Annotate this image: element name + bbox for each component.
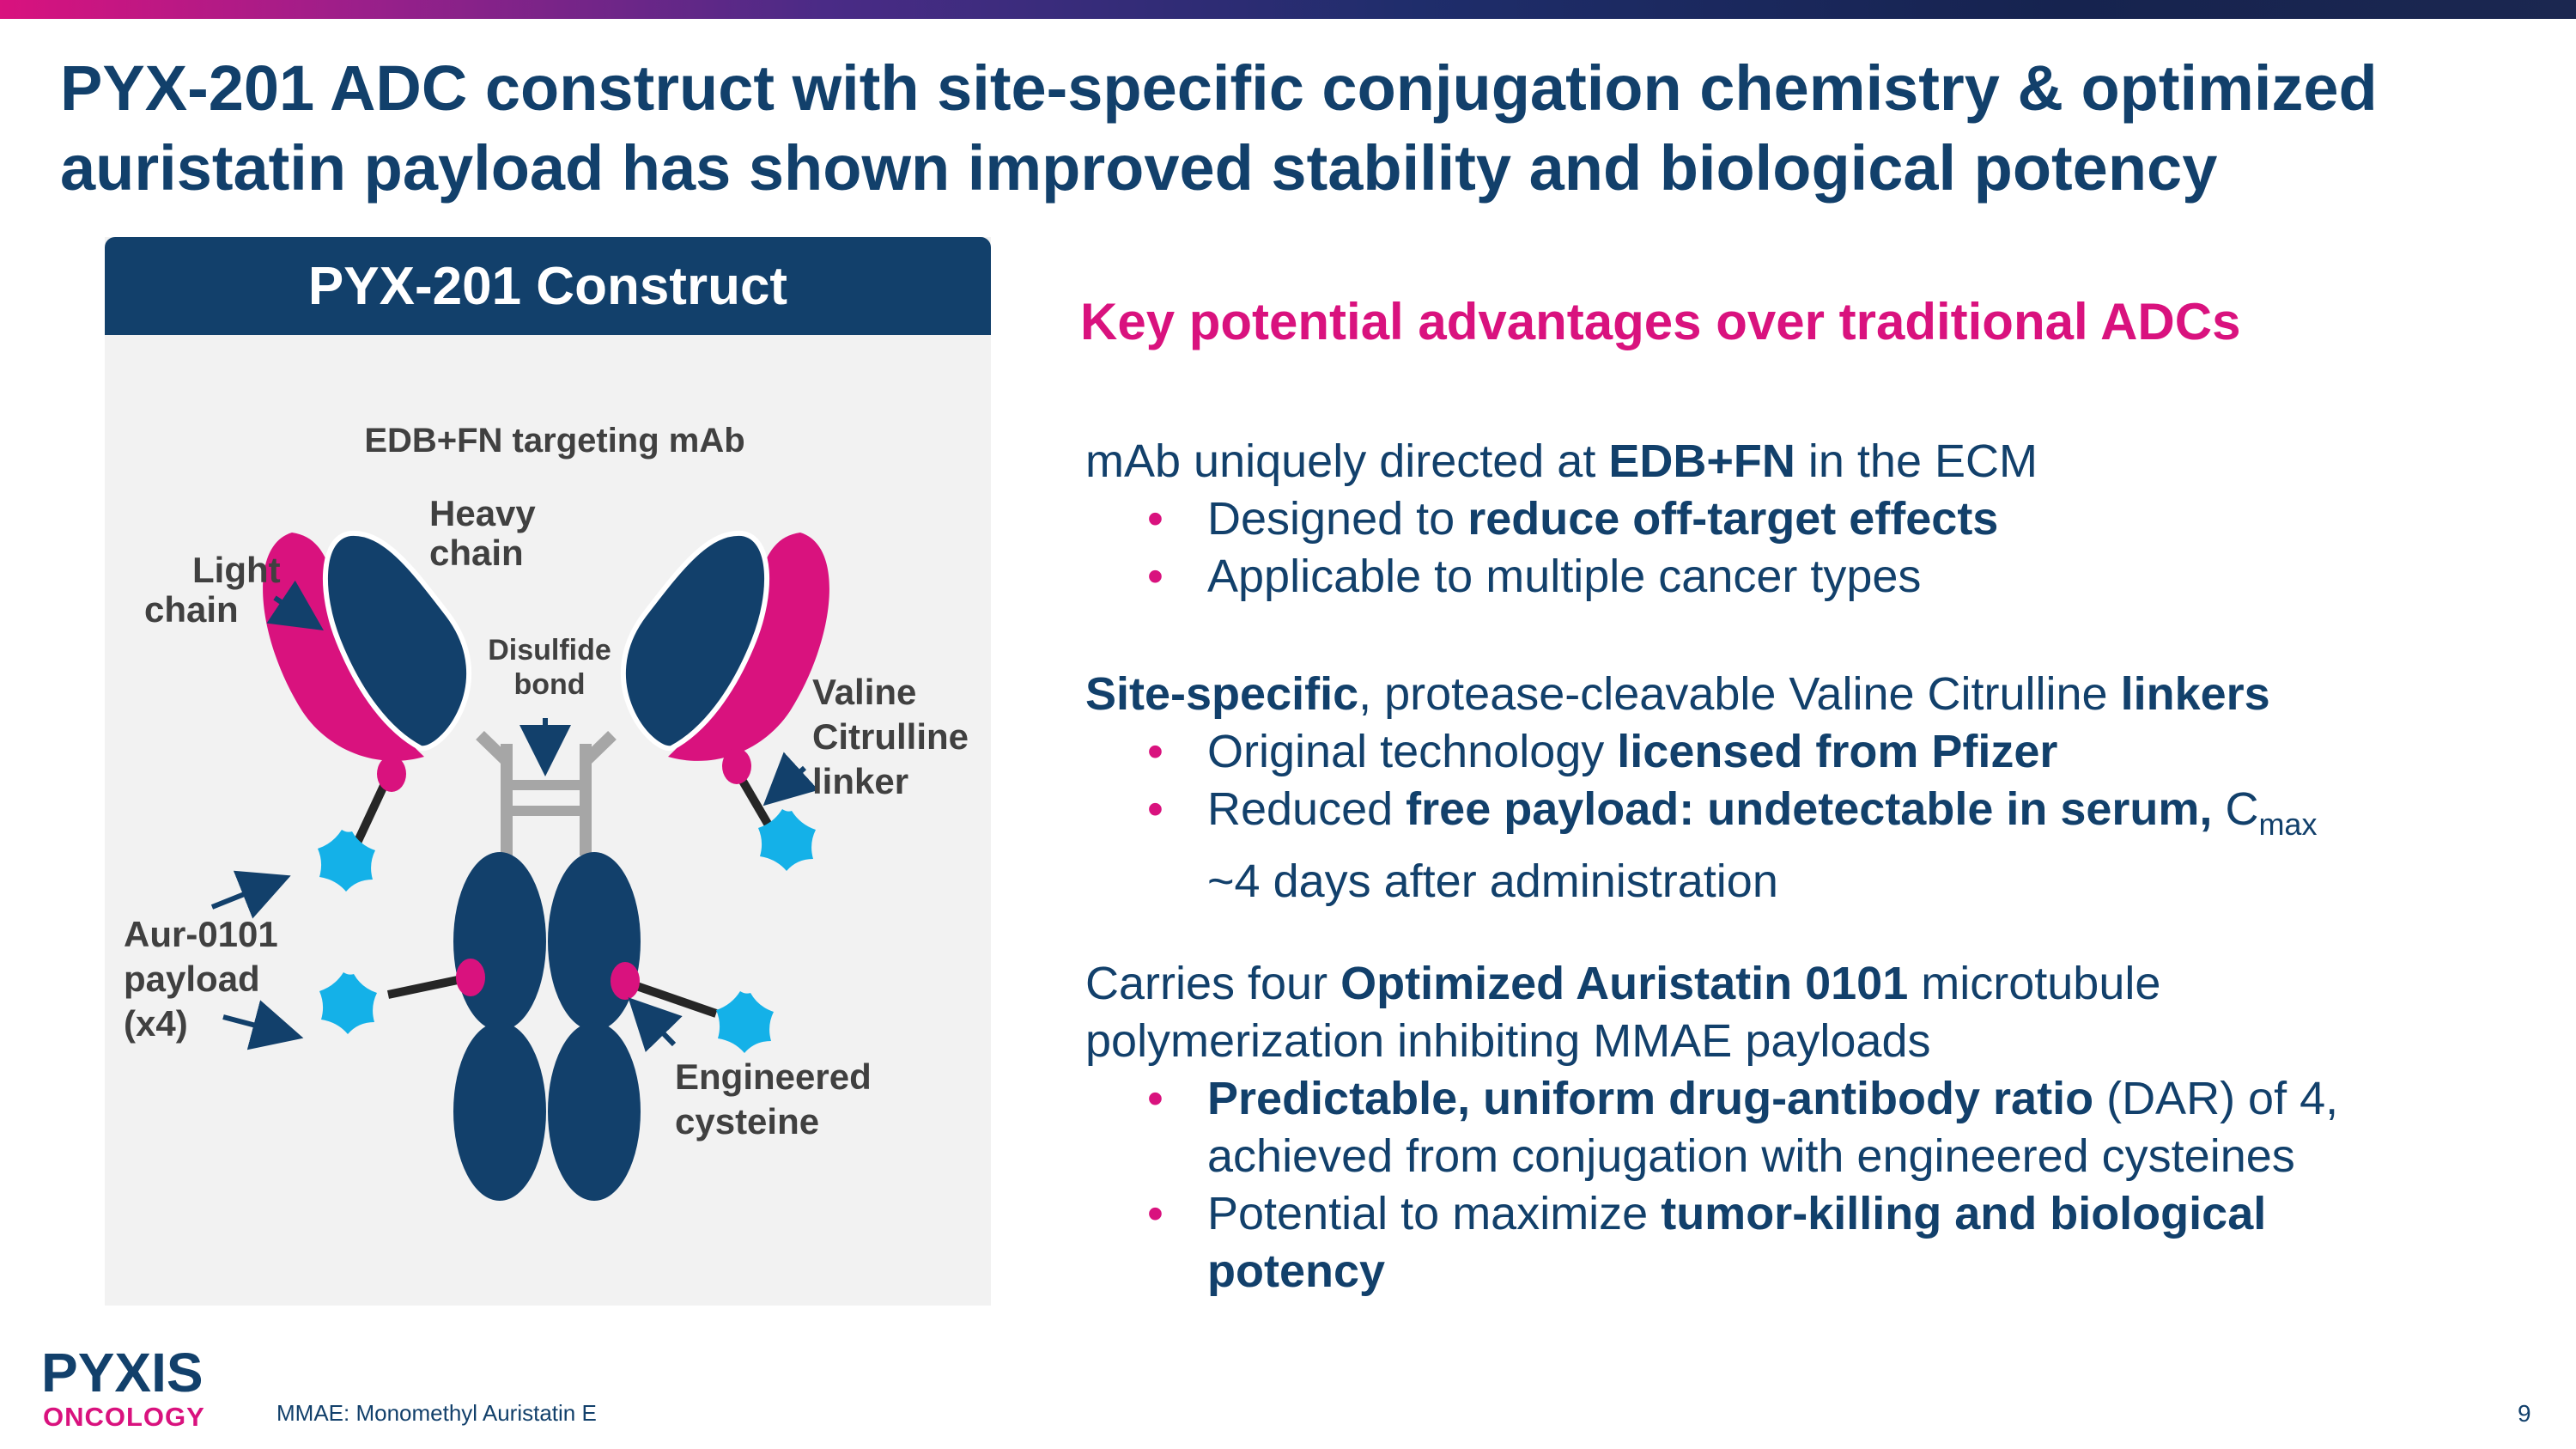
engineered-cysteines [377,748,751,1000]
label-heavy-chain-2: chain [429,533,524,573]
text-subscript: max [2258,806,2318,842]
logo-wordmark: PYXIS [41,1342,204,1403]
bullet-item: • Original technology licensed from Pfize… [1085,723,2511,781]
text-run: Carries four [1085,958,1341,1009]
label-aur-1: Aur-0101 [124,914,278,954]
text-run: , protease-cleavable Valine Citrulline [1358,668,2121,720]
text-bold: tumor-killing and biological [1661,1188,2267,1239]
slide-title: PYX-201 ADC construct with site-specific… [60,48,2533,208]
label-light-chain-2: chain [144,589,239,630]
text-run: Potential to maximize [1207,1188,1662,1239]
bullet-list: • Original technology licensed from Pfize… [1085,723,2511,910]
bullet-item: • Designed to reduce off-target effects [1085,490,2511,548]
bullet-list: • Predictable, uniform drug-antibody rati… [1085,1070,2511,1300]
payload-star [319,972,377,1034]
bullet-dot: • [1147,551,1163,602]
label-valine-2: Citrulline [812,716,969,757]
text-run: achieved from conjugation with engineere… [1207,1130,2295,1182]
text-run: Reduced [1207,783,1406,835]
payload-star [318,830,375,892]
section-lead: Site-specific, protease-cleavable Valine… [1085,666,2511,723]
text-bold: Optimized Auristatin 0101 [1340,958,1909,1009]
text-bold: EDB+FN [1608,435,1795,487]
text-run: ~4 days after administration [1207,855,1778,907]
text-bold: potency [1207,1245,1386,1297]
bullet-item: • Reduced free payload: undetectable in s… [1085,781,2511,910]
logo-subtitle: ONCOLOGY [43,1402,205,1432]
right-fab-arm [621,530,829,761]
advantages-heading: Key potential advantages over traditiona… [1080,293,2241,350]
construct-panel-header: PYX-201 Construct [105,237,991,335]
hinge-region [476,730,617,855]
left-heavy-chain [322,530,471,752]
label-cysteine-2: cysteine [675,1101,819,1142]
text-run: polymerization inhibiting MMAE payloads [1085,1015,1931,1067]
construct-panel: PYX-201 Construct [105,237,991,1306]
top-gradient-band [0,0,2576,19]
page-number: 9 [2518,1400,2531,1427]
payload-stars [318,809,816,1053]
bullet-dot: • [1147,726,1163,777]
bullet-list: • Designed to reduce off-target effects •… [1085,490,2511,606]
label-valine-3: linker [812,761,908,801]
bullet-item: • Predictable, uniform drug-antibody rati… [1085,1070,2511,1185]
label-valine-1: Valine [812,672,916,712]
text-bold: reduce off-target effects [1467,493,1999,545]
bullet-item: • Potential to maximize tumor-killing and… [1085,1185,2511,1300]
label-mab: EDB+FN targeting mAb [364,422,744,460]
text-bold: Site-specific [1085,668,1359,720]
advantage-section-linkers: Site-specific, protease-cleavable Valine… [1085,666,2511,910]
label-light-chain-1: Light [192,550,281,590]
label-cysteine-1: Engineered [675,1056,872,1097]
text-bold: free payload: undetectable in serum, [1406,783,2213,835]
bullet-dot: • [1147,1188,1163,1239]
text-run: Designed to [1207,493,1468,545]
payload-star [758,809,816,871]
text-run: (DAR) of 4, [2093,1073,2339,1124]
section-lead: Carries four Optimized Auristatin 0101 m… [1085,955,2511,1070]
label-heavy-chain-1: Heavy [429,493,536,533]
slide-title-line-2: auristatin payload has shown improved st… [60,132,2218,204]
disulfide-bonds [507,780,586,816]
bullet-dot: • [1147,493,1163,545]
section-lead: mAb uniquely directed at EDB+FN in the E… [1085,433,2511,490]
label-disulfide-2: bond [513,668,585,701]
advantage-section-payload: Carries four Optimized Auristatin 0101 m… [1085,955,2511,1300]
text-run: microtubule [1908,958,2161,1009]
footnote: MMAE: Monomethyl Auristatin E [276,1400,597,1426]
text-run: C [2212,783,2259,835]
text-run: in the ECM [1795,435,2038,487]
callout-arrows [210,580,819,1053]
antibody-diagram: EDB+FN targeting mAb Heavy chain Light c… [124,422,969,1201]
label-disulfide-1: Disulfide [488,634,611,667]
label-aur-3: (x4) [124,1003,188,1044]
text-bold: licensed from Pfizer [1617,726,2058,777]
slide-title-line-1: PYX-201 ADC construct with site-specific… [60,52,2378,124]
label-aur-2: payload [124,959,260,999]
text-run: mAb uniquely directed at [1085,435,1609,487]
construct-panel-title: PYX-201 Construct [307,256,788,316]
text-run: Applicable to multiple cancer types [1207,551,1922,602]
fc-region [453,852,641,1201]
advantage-section-targeting: mAb uniquely directed at EDB+FN in the E… [1085,433,2511,606]
payload-star [716,991,774,1053]
bullet-dot: • [1147,1073,1163,1124]
text-bold: Predictable, uniform drug-antibody ratio [1207,1073,2094,1124]
text-run: Original technology [1207,726,1618,777]
bullet-dot: • [1147,783,1163,835]
bullet-item: • Applicable to multiple cancer types [1085,548,2511,606]
right-heavy-chain [621,530,770,752]
pyxis-oncology-logo: PYXIS ONCOLOGY [41,1342,205,1432]
text-bold: linkers [2120,668,2270,720]
